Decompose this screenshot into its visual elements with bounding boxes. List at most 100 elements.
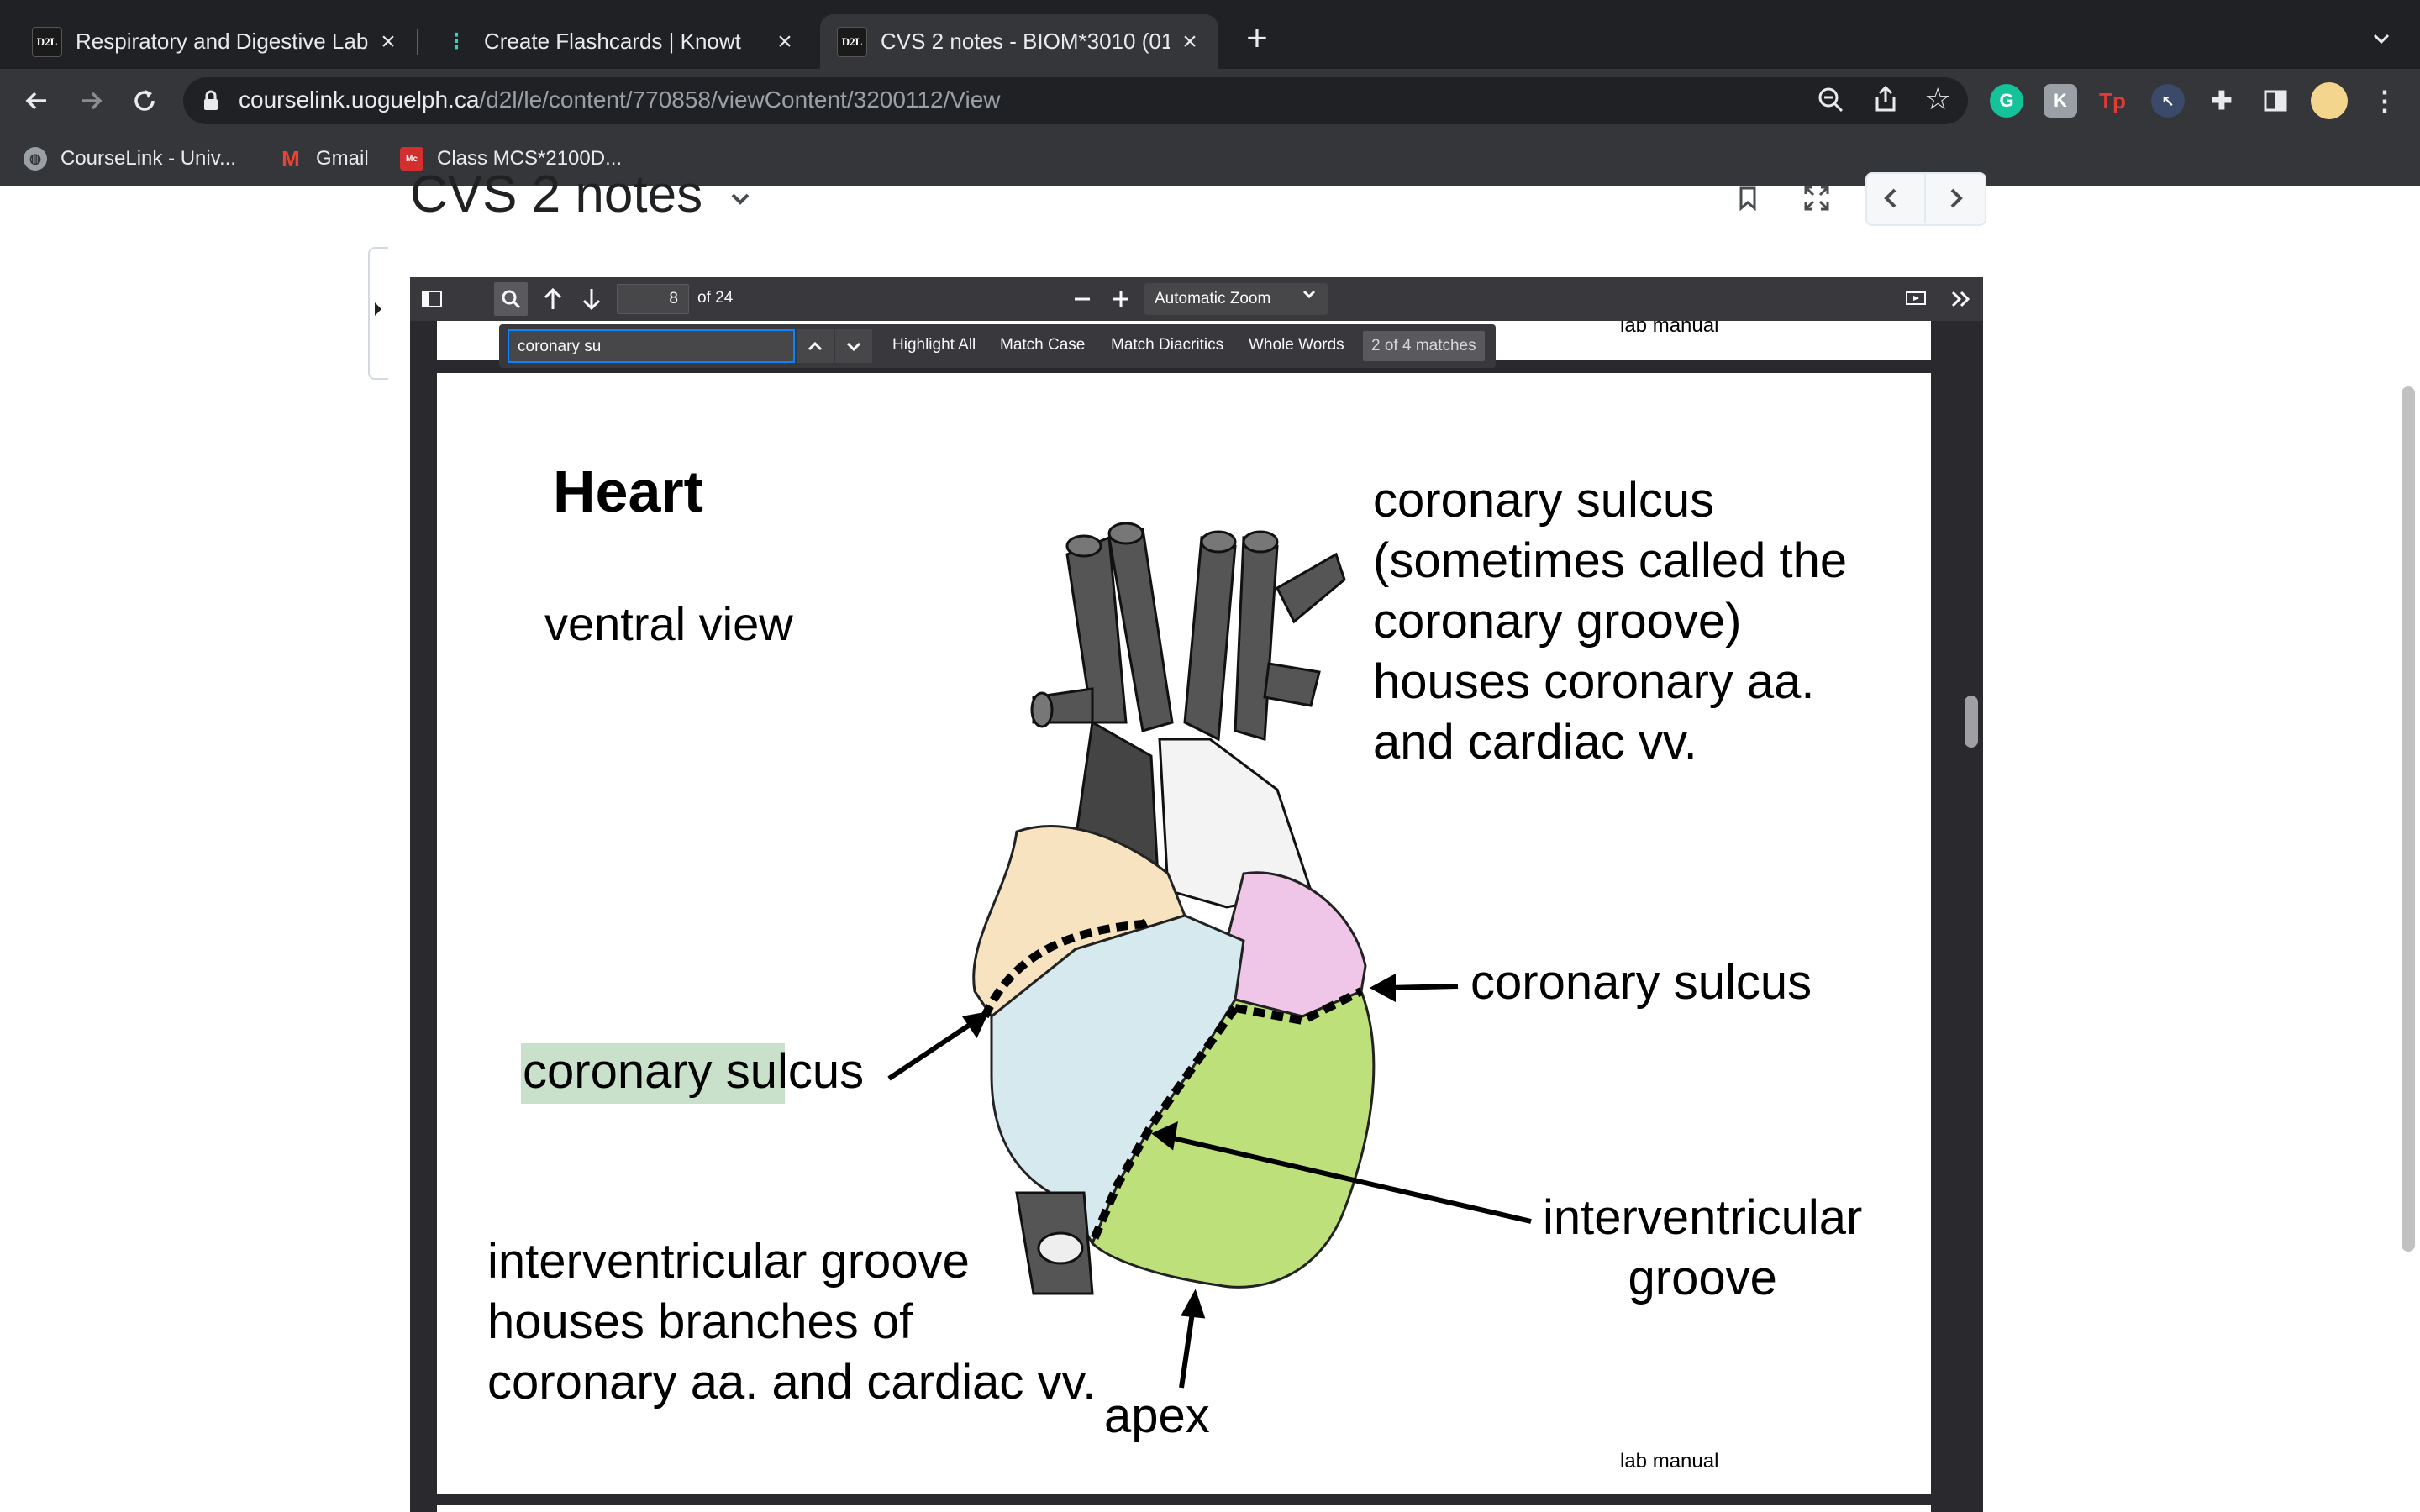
previous-topic-button[interactable]	[1870, 178, 1911, 218]
arrow-up-icon	[544, 287, 562, 309]
arrow-left-icon	[25, 92, 46, 110]
chevron-up-icon	[808, 341, 823, 351]
interventricular-groove-label: interventricular groove	[1543, 1188, 1862, 1309]
presentation-icon	[1906, 291, 1926, 305]
tab-cvs-notes[interactable]: D2L CVS 2 notes - BIOM*3010 (01) ×	[820, 14, 1218, 69]
text-line: interventricular	[1543, 1190, 1863, 1245]
tab-search-button[interactable]	[2368, 25, 2395, 52]
text-line: coronary sulcus	[1373, 473, 1715, 528]
text-line: interventricular groove	[487, 1234, 970, 1289]
bookmark-courselink[interactable]: ◍ CourseLink - Univ...	[24, 143, 236, 175]
url-host: courselink.uoguelph.ca	[239, 87, 480, 113]
presentation-mode-button[interactable]	[1901, 282, 1931, 316]
find-next-button[interactable]	[835, 329, 872, 363]
left-ventricle-region	[1091, 990, 1376, 1289]
unmatched-text: cus	[787, 1044, 865, 1099]
chevron-down-icon[interactable]	[728, 186, 753, 218]
tab-knowt[interactable]: ⁝ Create Flashcards | Knowt ×	[425, 14, 813, 69]
bookmark-gmail[interactable]: M Gmail	[279, 143, 369, 175]
chevron-right-icon	[1950, 188, 1963, 208]
back-button[interactable]	[17, 81, 57, 121]
knowt-extension-icon[interactable]: K	[2044, 84, 2077, 118]
bookmark-label: Gmail	[316, 147, 369, 170]
tab-separator	[417, 29, 418, 55]
text-line: and cardiac vv.	[1373, 715, 1697, 769]
page-scrollbar-thumb[interactable]	[2402, 386, 2415, 1252]
arrow-down-icon	[582, 289, 601, 311]
address-bar[interactable]	[183, 77, 1968, 124]
reload-icon	[134, 90, 155, 111]
plus-icon	[1113, 291, 1128, 307]
avatar[interactable]	[2311, 82, 2348, 119]
tab-title: Create Flashcards | Knowt	[484, 29, 741, 54]
url-path: /d2l/le/content/770858/viewContent/32001…	[479, 87, 1001, 113]
side-panel-icon[interactable]	[2259, 84, 2292, 118]
close-icon[interactable]: ×	[1182, 27, 1197, 55]
heart-illustration	[887, 522, 1532, 1389]
tab-respiratory[interactable]: D2L Respiratory and Digestive Lab ×	[15, 14, 417, 69]
tools-button[interactable]	[1946, 282, 1976, 316]
zoom-icon[interactable]	[1817, 86, 1845, 118]
page-number-input[interactable]: 8	[617, 284, 689, 314]
coronary-sulcus-description: coronary sulcus (sometimes called the co…	[1373, 470, 1847, 773]
match-diacritics-checkbox[interactable]: Match Diacritics	[1111, 336, 1224, 354]
grammarly-icon[interactable]: G	[1990, 84, 2023, 118]
text-line: coronary aa. and cardiac vv.	[487, 1355, 1097, 1410]
find-input[interactable]: coronary su	[508, 329, 795, 363]
tp-extension-icon[interactable]: Tp	[2099, 87, 2126, 113]
coronary-sulcus-label-right: coronary sulcus	[1470, 955, 1812, 1010]
bookmark-icon[interactable]	[1728, 178, 1768, 218]
reload-button[interactable]	[124, 81, 165, 121]
highlight-all-checkbox[interactable]: Highlight All	[892, 336, 976, 354]
match-case-checkbox[interactable]: Match Case	[1000, 336, 1086, 354]
next-topic-button[interactable]	[1936, 178, 1976, 218]
close-icon[interactable]: ×	[381, 27, 396, 55]
forward-button[interactable]	[71, 81, 111, 121]
text-line: coronary groove)	[1373, 594, 1742, 648]
chevron-left-icon	[1884, 188, 1897, 208]
zoom-select[interactable]: Automatic Zoom	[1144, 283, 1328, 315]
chevron-down-icon	[1301, 286, 1318, 307]
gmail-icon: M	[281, 145, 300, 171]
lock-icon[interactable]	[202, 89, 220, 117]
chevron-down-icon	[2373, 34, 2390, 45]
text-line: houses coronary aa.	[1373, 654, 1815, 709]
find-previous-button[interactable]	[797, 329, 834, 363]
text-line: (sometimes called the	[1373, 533, 1848, 588]
d2l-icon: D2L	[32, 26, 62, 57]
pdf-scrollbar-thumb[interactable]	[1965, 696, 1978, 748]
close-icon[interactable]: ×	[777, 27, 792, 55]
menu-dots-icon[interactable]: ⋮	[2371, 86, 2398, 116]
new-tab-button[interactable]: +	[1246, 18, 1268, 59]
star-icon[interactable]: ☆	[1924, 81, 1952, 116]
bookmark-label: Class MCS*2100D...	[437, 147, 623, 170]
side-panel-toggle[interactable]	[368, 247, 388, 380]
slide-title: Heart	[553, 459, 703, 524]
tab-title: CVS 2 notes - BIOM*3010 (01)	[881, 29, 1170, 54]
cursor-extension-icon[interactable]: ↖	[2151, 84, 2185, 118]
sidebar-toggle-button[interactable]	[417, 282, 447, 316]
arrow-right-icon	[82, 92, 103, 110]
share-icon[interactable]	[1872, 84, 1899, 118]
zoom-out-button[interactable]	[1067, 282, 1097, 316]
find-result-count: 2 of 4 matches	[1363, 331, 1485, 361]
puzzle-icon[interactable]: ✚	[2211, 87, 2233, 115]
url-text[interactable]: courselink.uoguelph.ca/d2l/le/content/77…	[239, 87, 1001, 113]
apex-label: apex	[1104, 1389, 1210, 1443]
bookmark-class[interactable]: Mc Class MCS*2100D...	[400, 143, 622, 175]
globe-icon: ◍	[24, 147, 47, 171]
interventricular-groove-description: interventricular groove houses branches …	[487, 1231, 1096, 1413]
whole-words-checkbox[interactable]: Whole Words	[1249, 336, 1344, 354]
previous-page-button[interactable]	[538, 282, 568, 316]
zoom-in-button[interactable]	[1106, 282, 1136, 316]
next-page-button[interactable]	[576, 282, 607, 316]
find-button[interactable]	[494, 282, 528, 316]
text-line: houses branches of	[487, 1294, 913, 1349]
slide-subtitle: ventral view	[544, 597, 793, 650]
tab-title: Respiratory and Digestive Lab	[76, 29, 368, 54]
double-chevron-right-icon	[1951, 291, 1970, 307]
sidebar-icon	[422, 291, 442, 307]
page-title[interactable]: CVS 2 notes	[410, 165, 703, 223]
fullscreen-icon[interactable]	[1797, 178, 1837, 218]
find-match-highlight	[521, 1043, 785, 1104]
